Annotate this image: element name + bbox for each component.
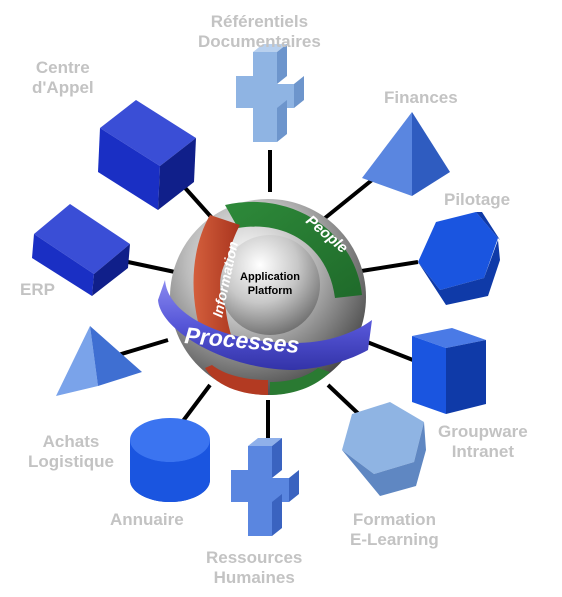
achats-label-line2: Logistique [28,452,114,471]
connector-pilotage [354,260,419,274]
groupware-cube-icon [412,328,486,414]
centre-appel-label: Centre d'Appel [32,58,94,98]
finances-label-line1: Finances [384,88,458,107]
annuaire-label: Annuaire [110,510,184,530]
groupware-label-line2: Intranet [451,442,515,461]
groupware-label: Groupware Intranet [438,422,528,462]
processes-band [158,280,372,370]
pilotage-label-line1: Pilotage [444,190,511,209]
centre-appel-label-line1: Centre [35,58,90,77]
referentiels-cross-icon [236,44,304,142]
erp-label: ERP [20,280,55,300]
finances-label: Finances [384,88,458,108]
referentiels-label-line1: Référentiels [210,12,309,31]
hub-center-line1: Application [240,271,300,283]
connector-lines [117,150,419,438]
connector-annuaire [178,383,212,427]
connector-achats [117,338,169,357]
central-sphere [158,199,372,395]
achats-pyramid-icon [56,326,142,396]
achats-label: Achats Logistique [28,432,114,472]
ressources-cross-icon [231,438,299,536]
formation-label-line1: Formation [352,510,436,529]
formation-label: Formation E-Learning [350,510,439,550]
centre-appel-cube-icon [98,100,196,210]
groupware-label-line1: Groupware [438,422,528,441]
pilotage-pentagon-icon [418,212,500,305]
people-band [225,201,362,298]
referentiels-label-line2: Documentaires [198,32,321,51]
referentiels-label: Référentiels Documentaires [198,12,321,52]
erp-label-line1: ERP [20,280,55,299]
formation-label-line2: E-Learning [350,530,439,549]
pilotage-label: Pilotage [444,190,510,210]
centre-appel-label-line2: d'Appel [32,78,94,97]
erp-cube-icon [32,204,130,296]
connector-finances [323,178,374,220]
annuaire-label-line1: Annuaire [110,510,184,529]
hub-center-line2: Platform [248,285,293,297]
formation-pentagon-icon [342,402,426,496]
ressources-label-line1: Ressources [206,548,303,567]
inner-sphere [220,235,320,335]
annuaire-cylinder-icon [130,418,210,502]
ressources-label-line2: Humaines [213,568,295,587]
finances-pyramid-icon [362,112,450,196]
connector-erp [127,260,176,274]
information-band [193,215,240,345]
connector-groupware [361,338,419,364]
achats-label-line1: Achats [42,432,100,451]
ressources-label: Ressources Humaines [206,548,302,588]
